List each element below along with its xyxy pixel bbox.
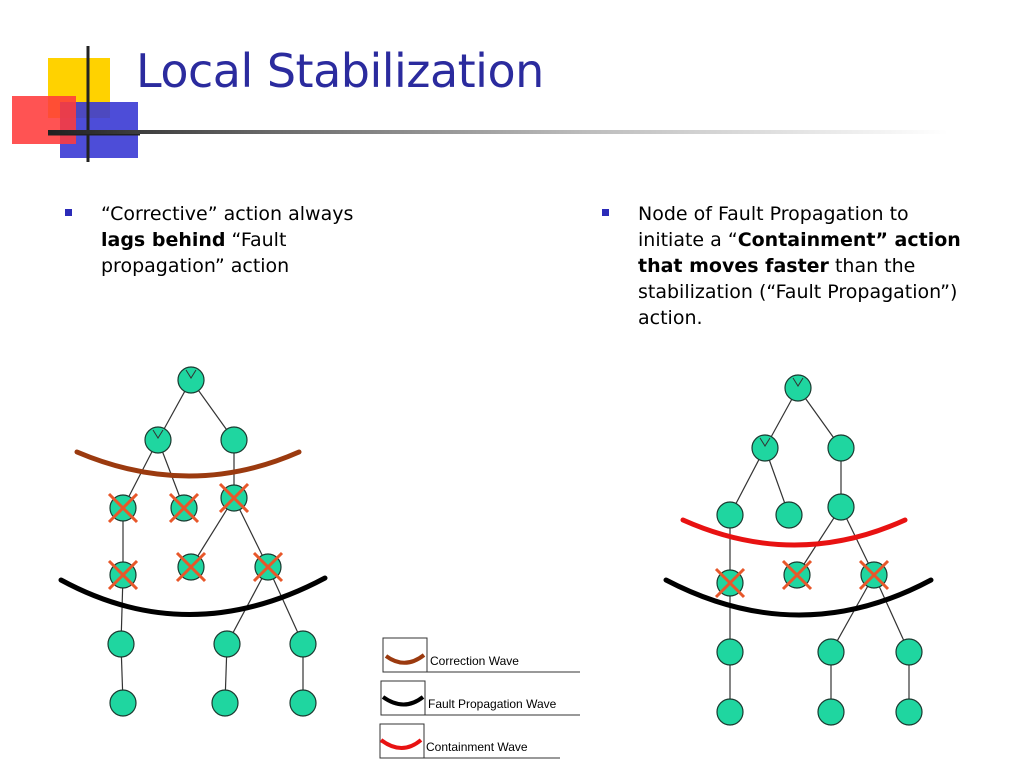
tree-node [220,426,248,454]
node-branch-mark [792,377,804,387]
fault-cross [858,559,890,591]
tree-node [716,698,744,726]
fault-cross [107,492,139,524]
tree-node [817,638,845,666]
correction-wave [74,449,302,479]
legend-swatch-box [379,723,425,759]
legend-swatch-box [380,680,426,716]
fault-cross [218,482,250,514]
left-bullet-text-1: “Corrective” action always [101,203,354,225]
tree-node [107,630,135,658]
tree-node [751,434,779,462]
tree-edge [830,574,875,653]
node-branch-mark [152,429,164,439]
left-bullet: “Corrective” action always lags behind “… [65,201,401,279]
tree-node [895,698,923,726]
tree-edge [873,574,910,653]
right-bullet-bold: Containment” action that moves faster [638,229,961,277]
legend-containment-wave-line [379,738,423,750]
tree-node [289,630,317,658]
tree-node [213,630,241,658]
legend: Correction Wave Fault Propagation Wave C… [379,637,580,759]
bullet-marker [602,209,609,216]
fault-cross [252,551,284,583]
legend-swatch-box [382,637,428,673]
tree-node [775,501,803,529]
right-bullet-text-1: Node of Fault Propagation to initiate a … [638,203,909,251]
tree-node [895,638,923,666]
legend-fault-wave-line [381,695,425,707]
tree-node [109,689,137,717]
logo-red-square [12,96,76,144]
node-branch-mark [185,369,197,379]
tree-node [827,493,855,521]
bullet-marker [65,209,72,216]
left-bullet-bold: lags behind [101,229,226,251]
node-branch-mark [759,437,771,447]
legend-containment-label: Containment Wave [426,740,528,754]
tree-node [716,638,744,666]
fault-cross [107,559,139,591]
fault-cross [168,492,200,524]
title-underline [48,130,948,134]
fault-propagation-wave [663,577,934,618]
tree-node [784,374,812,402]
fault-cross [781,559,813,591]
tree-node [144,426,172,454]
slide-title: Local Stabilization [136,44,544,98]
fault-cross [175,551,207,583]
tree-node [289,689,317,717]
tree-node [817,698,845,726]
fault-crosses [107,482,890,599]
right-bullet: Node of Fault Propagation to initiate a … [602,201,978,331]
tree-node [177,366,205,394]
tree-edge [267,566,304,645]
legend-fault-label: Fault Propagation Wave [428,697,557,711]
fault-cross [714,567,746,599]
tree-node [716,501,744,529]
legend-correction-label: Correction Wave [430,654,519,668]
left-bullet-text-2: “Fault propagation” action [101,229,290,277]
waves [58,449,934,618]
tree-node [211,689,239,717]
right-bullet-text-2: than the stabilization (“Fault Propagati… [638,255,958,329]
tree-node [827,434,855,462]
legend-correction-wave-line [384,653,426,665]
fault-propagation-wave [58,575,328,617]
containment-wave [680,517,908,548]
